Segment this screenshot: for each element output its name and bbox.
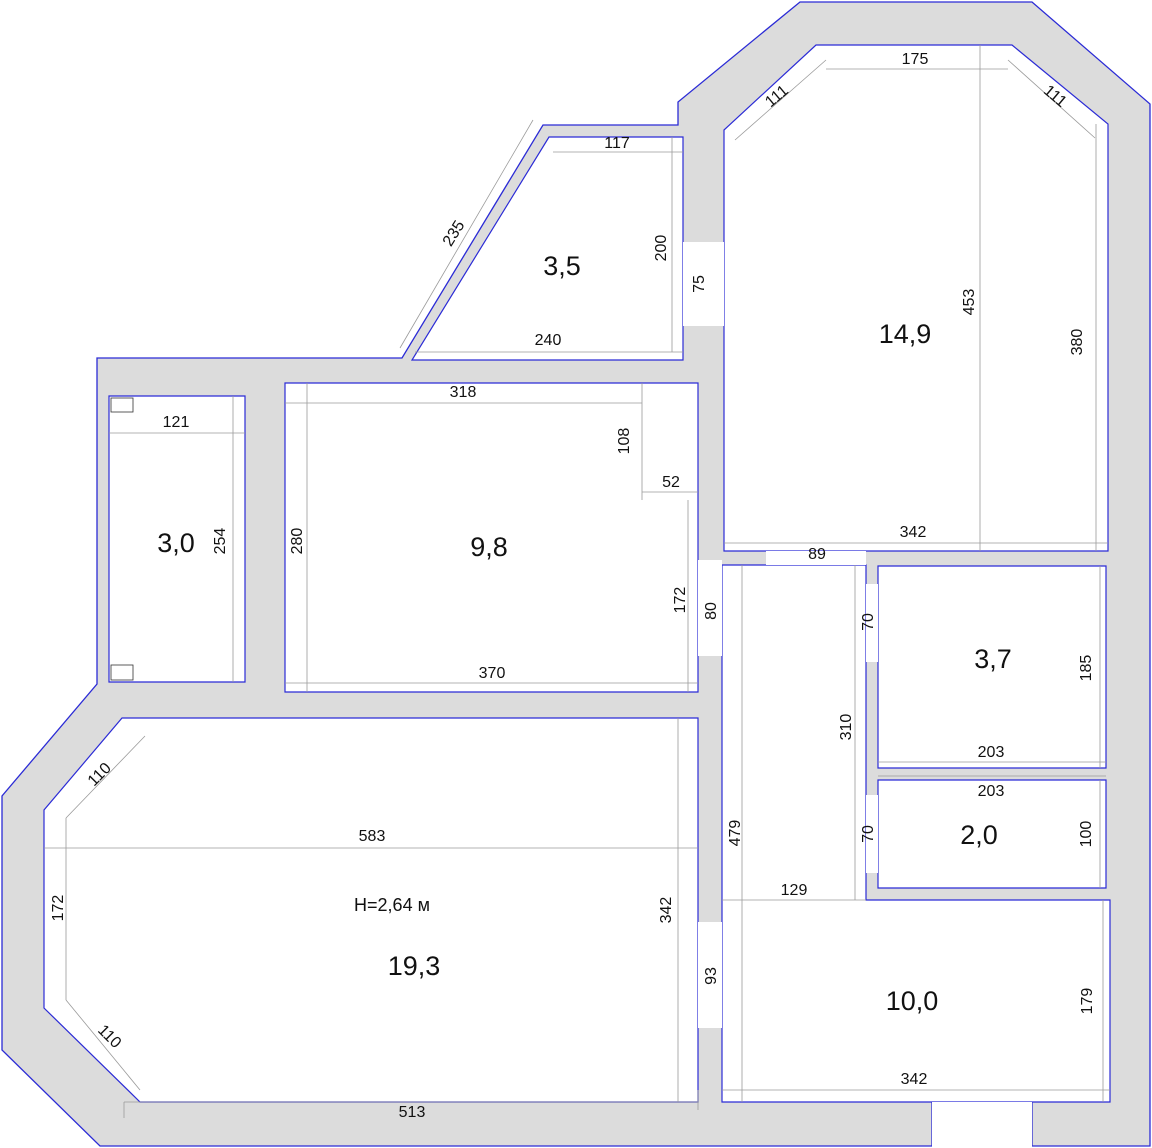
room-bedroom-middle: [284, 382, 699, 693]
door-toilet: [866, 795, 878, 873]
dim-172-bottom: 172: [50, 895, 67, 922]
dim-254: 254: [212, 528, 229, 555]
dim-280: 280: [289, 528, 306, 555]
dim-370: 370: [479, 665, 506, 682]
area-living-room: 19,3: [388, 951, 441, 981]
dim-310: 310: [838, 714, 855, 741]
dim-100: 100: [1078, 821, 1095, 848]
room-bathroom: [877, 565, 1107, 769]
dim-513: 513: [399, 1104, 426, 1121]
dim-583: 583: [359, 828, 386, 845]
room-areas: 3,5 14,9 3,0 9,8 3,7 2,0 H=2,64 м 19,3 1…: [157, 251, 1012, 1016]
dim-203-top: 203: [978, 744, 1005, 761]
area-pantry-left: 3,0: [157, 528, 195, 558]
door-bedroom-top-hall: [766, 551, 866, 565]
dim-240: 240: [535, 332, 562, 349]
area-bathroom: 3,7: [974, 644, 1012, 674]
dim-89: 89: [808, 546, 826, 563]
dimension-lines: [44, 45, 1110, 1118]
door-living-hall: [698, 922, 722, 1028]
room-storage: [410, 136, 684, 361]
door-bathroom: [866, 584, 878, 662]
area-bedroom-middle: 9,8: [470, 532, 508, 562]
dim-453: 453: [961, 289, 978, 316]
dim-479: 479: [727, 820, 744, 847]
dim-52: 52: [662, 474, 680, 491]
dim-121: 121: [163, 414, 190, 431]
room-pantry-left: [108, 395, 246, 683]
dim-342-bottom: 342: [901, 1071, 928, 1088]
dim-203-bottom: 203: [978, 783, 1005, 800]
dim-318: 318: [450, 384, 477, 401]
dim-235: 235: [440, 218, 469, 250]
dim-342-middle: 342: [658, 897, 675, 924]
dim-108: 108: [616, 428, 633, 455]
corner-mark-bottom: [110, 664, 134, 681]
dim-175: 175: [902, 51, 929, 68]
dim-380: 380: [1069, 329, 1086, 356]
room-bedroom-top-right: [723, 44, 1109, 552]
corner-mark-top: [110, 397, 134, 413]
dim-172-top: 172: [672, 587, 689, 614]
dim-75: 75: [691, 275, 708, 293]
dim-70-bottom: 70: [860, 825, 877, 843]
door-bedroom-hall: [698, 560, 722, 656]
entrance-door: [932, 1102, 1032, 1148]
area-storage: 3,5: [543, 251, 581, 281]
dim-342-top: 342: [900, 524, 927, 541]
dim-200: 200: [653, 235, 670, 262]
area-kitchen: 10,0: [886, 986, 939, 1016]
ceiling-height: H=2,64 м: [354, 895, 430, 915]
dim-185: 185: [1078, 655, 1095, 682]
dim-117: 117: [604, 135, 630, 152]
dim-70-top: 70: [860, 613, 877, 631]
dim-179: 179: [1079, 988, 1096, 1015]
area-bedroom-top-right: 14,9: [879, 319, 932, 349]
dim-129: 129: [781, 882, 808, 899]
dim-80: 80: [703, 602, 720, 620]
dim-93: 93: [703, 967, 720, 985]
door-storage-bedroom: [683, 242, 724, 326]
area-toilet: 2,0: [960, 820, 998, 850]
